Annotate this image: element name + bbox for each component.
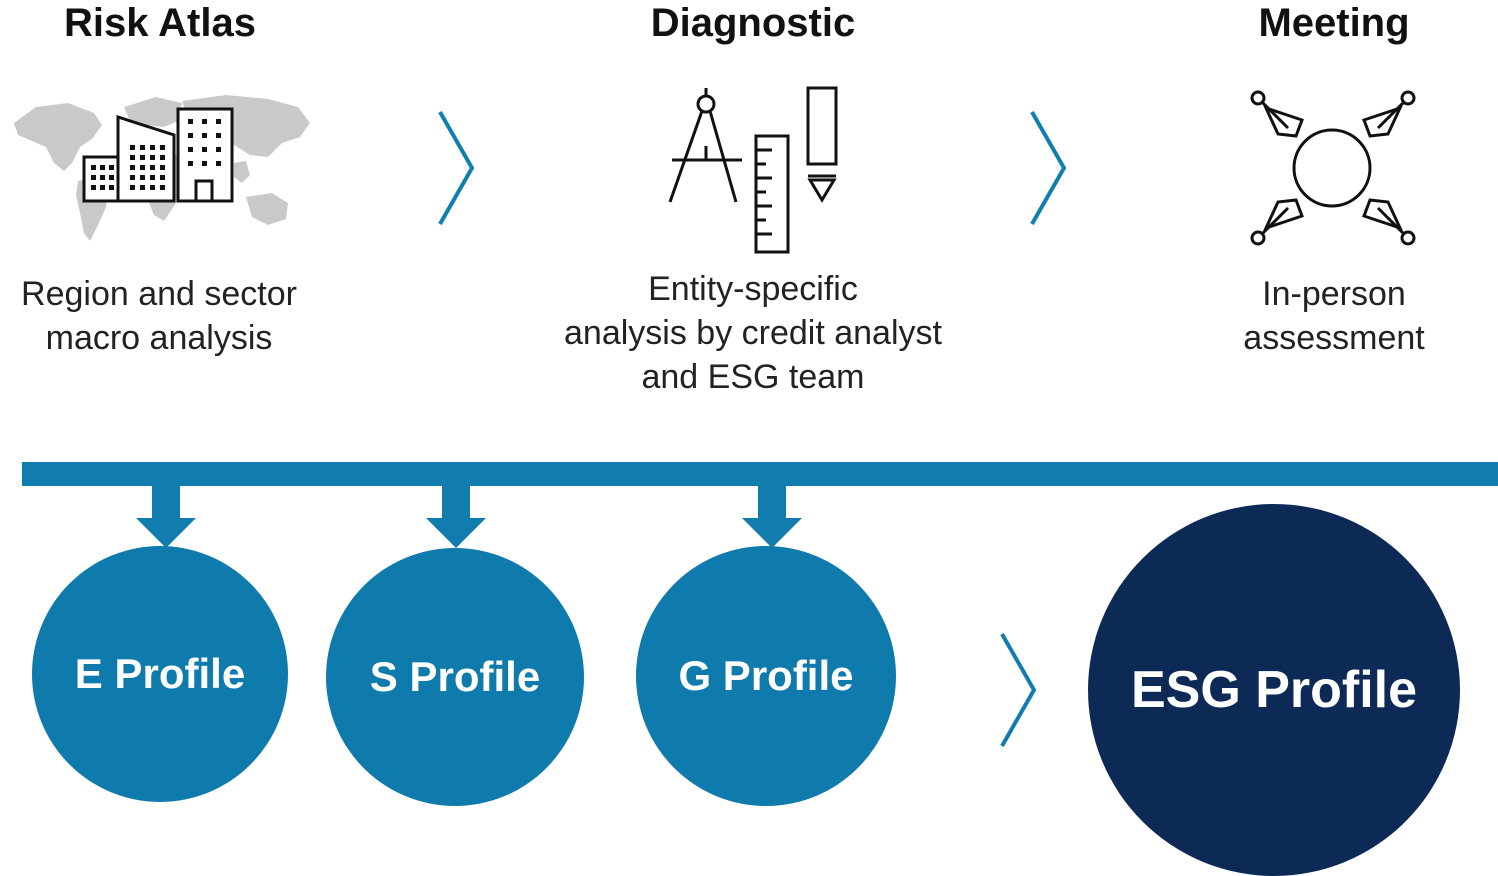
g-profile-circle: G Profile — [636, 546, 896, 806]
down-arrow-icon — [742, 484, 802, 548]
chevron-right-icon — [438, 111, 475, 225]
s-profile-circle: S Profile — [326, 548, 584, 806]
stage-title-diagnostic: Diagnostic — [650, 1, 856, 45]
down-arrow-icon — [136, 484, 196, 548]
chevron-right-icon — [1000, 633, 1037, 747]
esg-profile-circle: ESG Profile — [1088, 504, 1460, 876]
stage-title-meeting: Meeting — [1258, 1, 1410, 45]
g-profile-label: G Profile — [678, 652, 854, 699]
s-profile-label: S Profile — [369, 653, 541, 700]
meeting-table-icon — [1250, 90, 1416, 246]
e-profile-label: E Profile — [74, 650, 246, 697]
stage-desc-risk-atlas: Region and sector macro analysis — [21, 275, 297, 357]
esg-profile-label: ESG Profile — [1130, 661, 1418, 719]
compass-ruler-pencil-icon — [668, 86, 838, 254]
chevron-right-icon — [1030, 111, 1067, 225]
stage-desc-meeting: In-person assessment — [1243, 275, 1425, 357]
e-profile-circle: E Profile — [32, 546, 288, 802]
stage-desc-diagnostic: Entity-specific analysis by credit analy… — [564, 270, 942, 396]
stage-title-risk-atlas: Risk Atlas — [64, 1, 256, 45]
flow-bar — [22, 462, 1498, 486]
down-arrow-icon — [426, 484, 486, 548]
world-map-buildings-icon — [14, 95, 310, 241]
